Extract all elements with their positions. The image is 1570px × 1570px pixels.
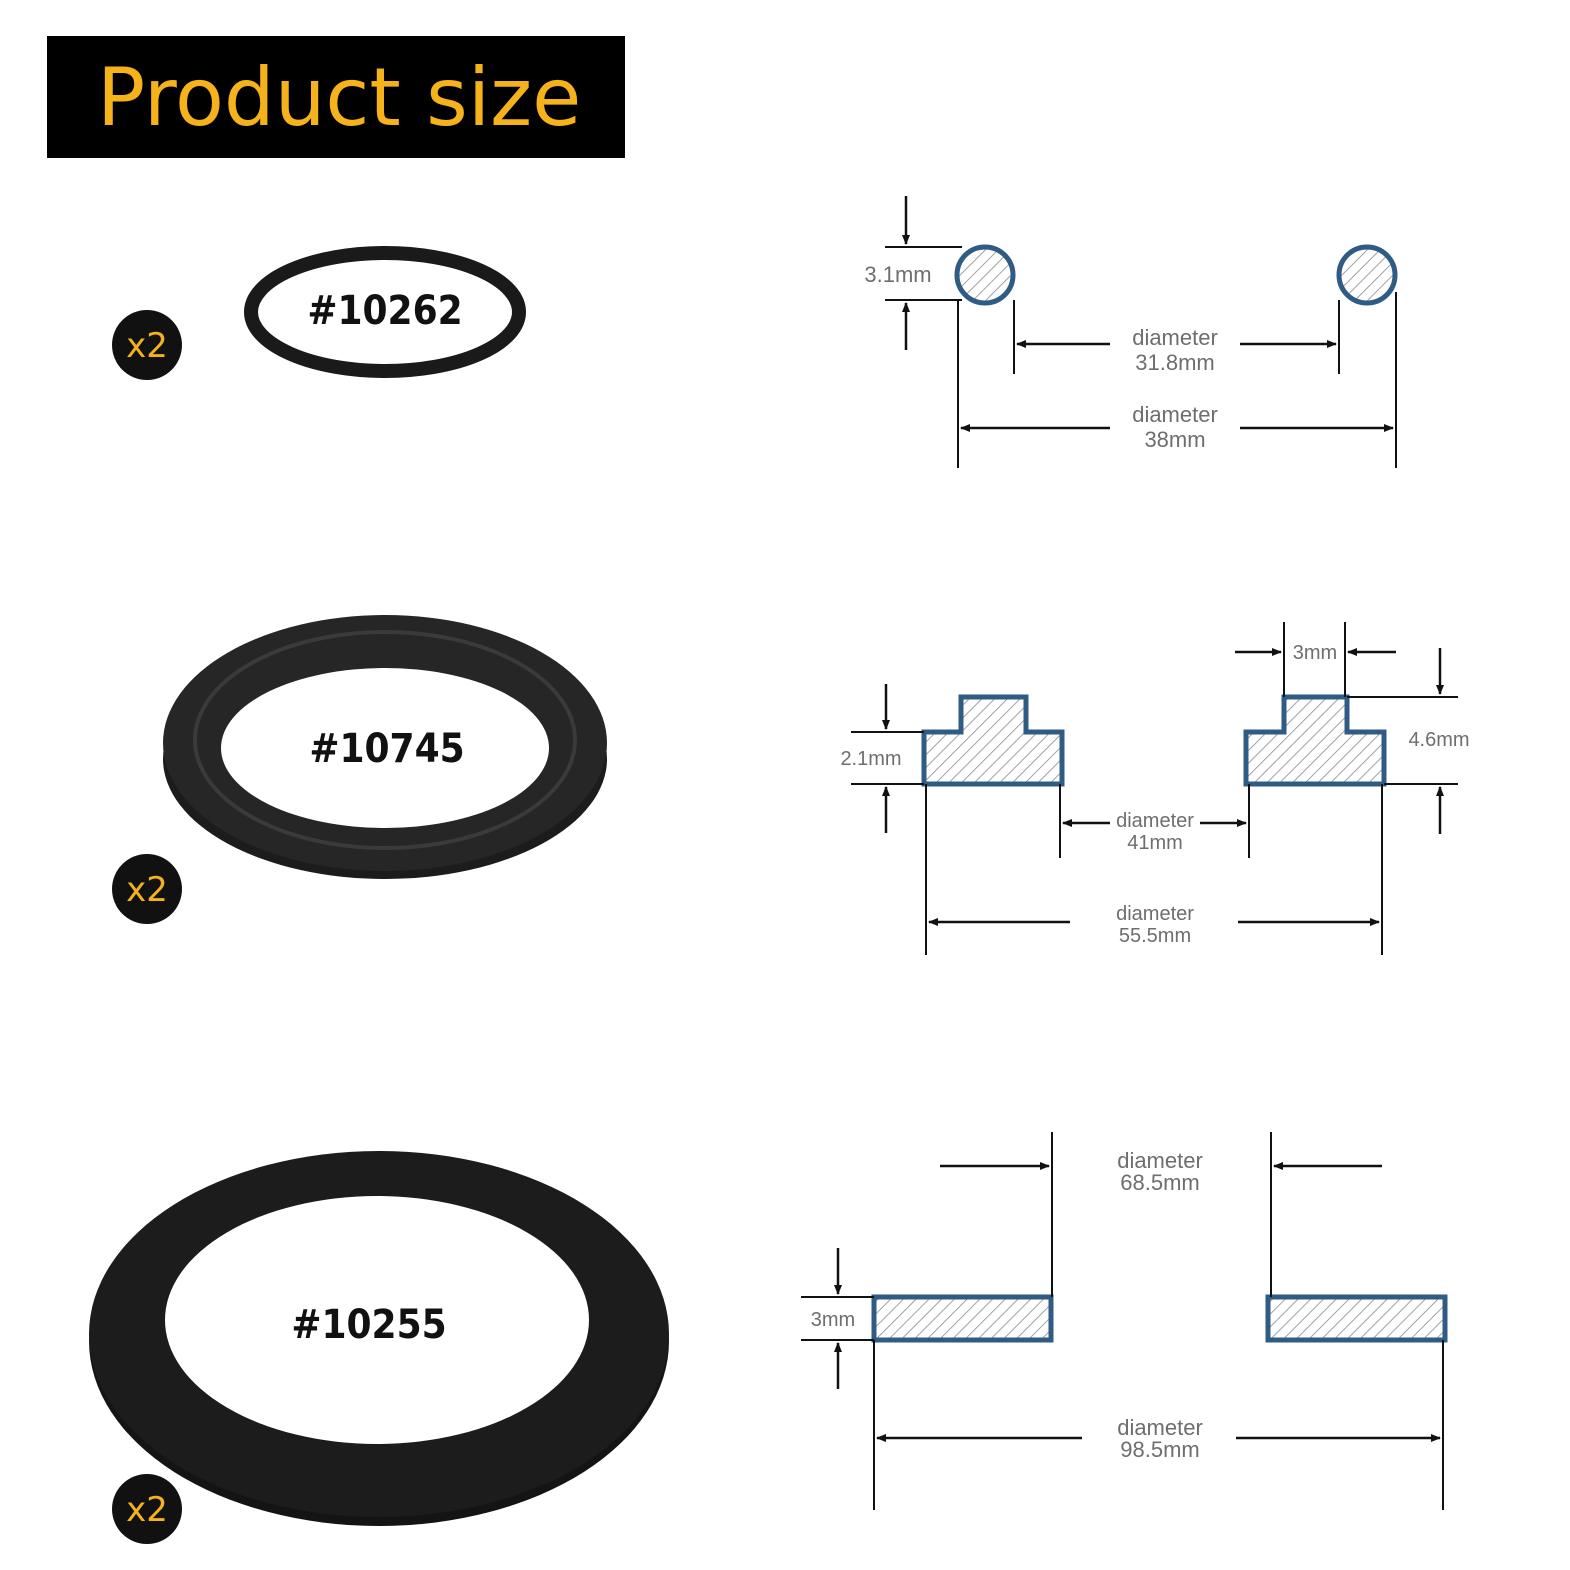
inner-diameter-value-10262: 31.8mm — [1135, 350, 1214, 375]
step-width-dim-10745: 3mm — [1293, 642, 1337, 664]
inner-diameter-label-10745: diameter — [1116, 810, 1194, 832]
cross-section-dim-10262: 3.1mm — [864, 262, 931, 287]
o-ring-10262 — [244, 246, 526, 378]
outer-diameter-label-10745: diameter — [1116, 903, 1194, 925]
part-label-10745: #10745 — [309, 726, 464, 772]
cross-section-left-10262 — [954, 244, 1016, 306]
outer-diameter-value-10745: 55.5mm — [1119, 925, 1191, 947]
outer-diameter-label-10255: diameter — [1117, 1415, 1203, 1440]
quantity-text-10745: x2 — [126, 870, 168, 910]
part-label-10262: #10262 — [307, 288, 462, 334]
cross-section-left-10255 — [871, 1294, 1054, 1343]
washer-hole-10255 — [165, 1196, 589, 1444]
part-10745: #10745 x2 2.1mm 3mm 4.6mm — [112, 615, 1470, 955]
quantity-badge-10255 — [112, 1474, 182, 1544]
outer-diameter-label-10262: diameter — [1132, 402, 1218, 427]
cross-section-left-10745 — [921, 694, 1065, 787]
page-title: Product size — [97, 51, 582, 144]
part-label-10255: #10255 — [291, 1302, 446, 1348]
base-height-dim-10745: 2.1mm — [840, 748, 901, 770]
inner-diameter-value-10255: 68.5mm — [1120, 1170, 1199, 1195]
cross-section-right-10745 — [1243, 694, 1387, 787]
title-banner: Product size — [47, 36, 625, 158]
outer-diameter-value-10255: 98.5mm — [1120, 1437, 1199, 1462]
quantity-badge-10745 — [112, 854, 182, 924]
part-10262: #10262 x2 3.1mm diameter 31.8mm diameter… — [112, 196, 1398, 468]
inner-diameter-value-10745: 41mm — [1127, 832, 1183, 854]
gasket-hole-10745 — [221, 668, 549, 828]
cross-section-right-10255 — [1265, 1294, 1448, 1343]
part-10255: #10255 x2 3mm diameter 68.5mm diameter 9… — [89, 1132, 1448, 1544]
thickness-dim-10255: 3mm — [811, 1309, 855, 1331]
inner-diameter-label-10262: diameter — [1132, 325, 1218, 350]
extension-lines-10255 — [801, 1132, 1444, 1510]
extension-lines-10262 — [885, 246, 1397, 468]
outer-diameter-value-10262: 38mm — [1144, 427, 1205, 452]
total-height-dim-10745: 4.6mm — [1408, 729, 1469, 751]
quantity-badge-10262 — [112, 310, 182, 380]
quantity-text-10262: x2 — [126, 326, 168, 366]
inner-diameter-label-10255: diameter — [1117, 1148, 1203, 1173]
quantity-text-10255: x2 — [126, 1490, 168, 1530]
cross-section-right-10262 — [1336, 244, 1398, 306]
extension-lines-10745 — [851, 622, 1458, 955]
gasket-ridge-10745 — [193, 630, 577, 850]
